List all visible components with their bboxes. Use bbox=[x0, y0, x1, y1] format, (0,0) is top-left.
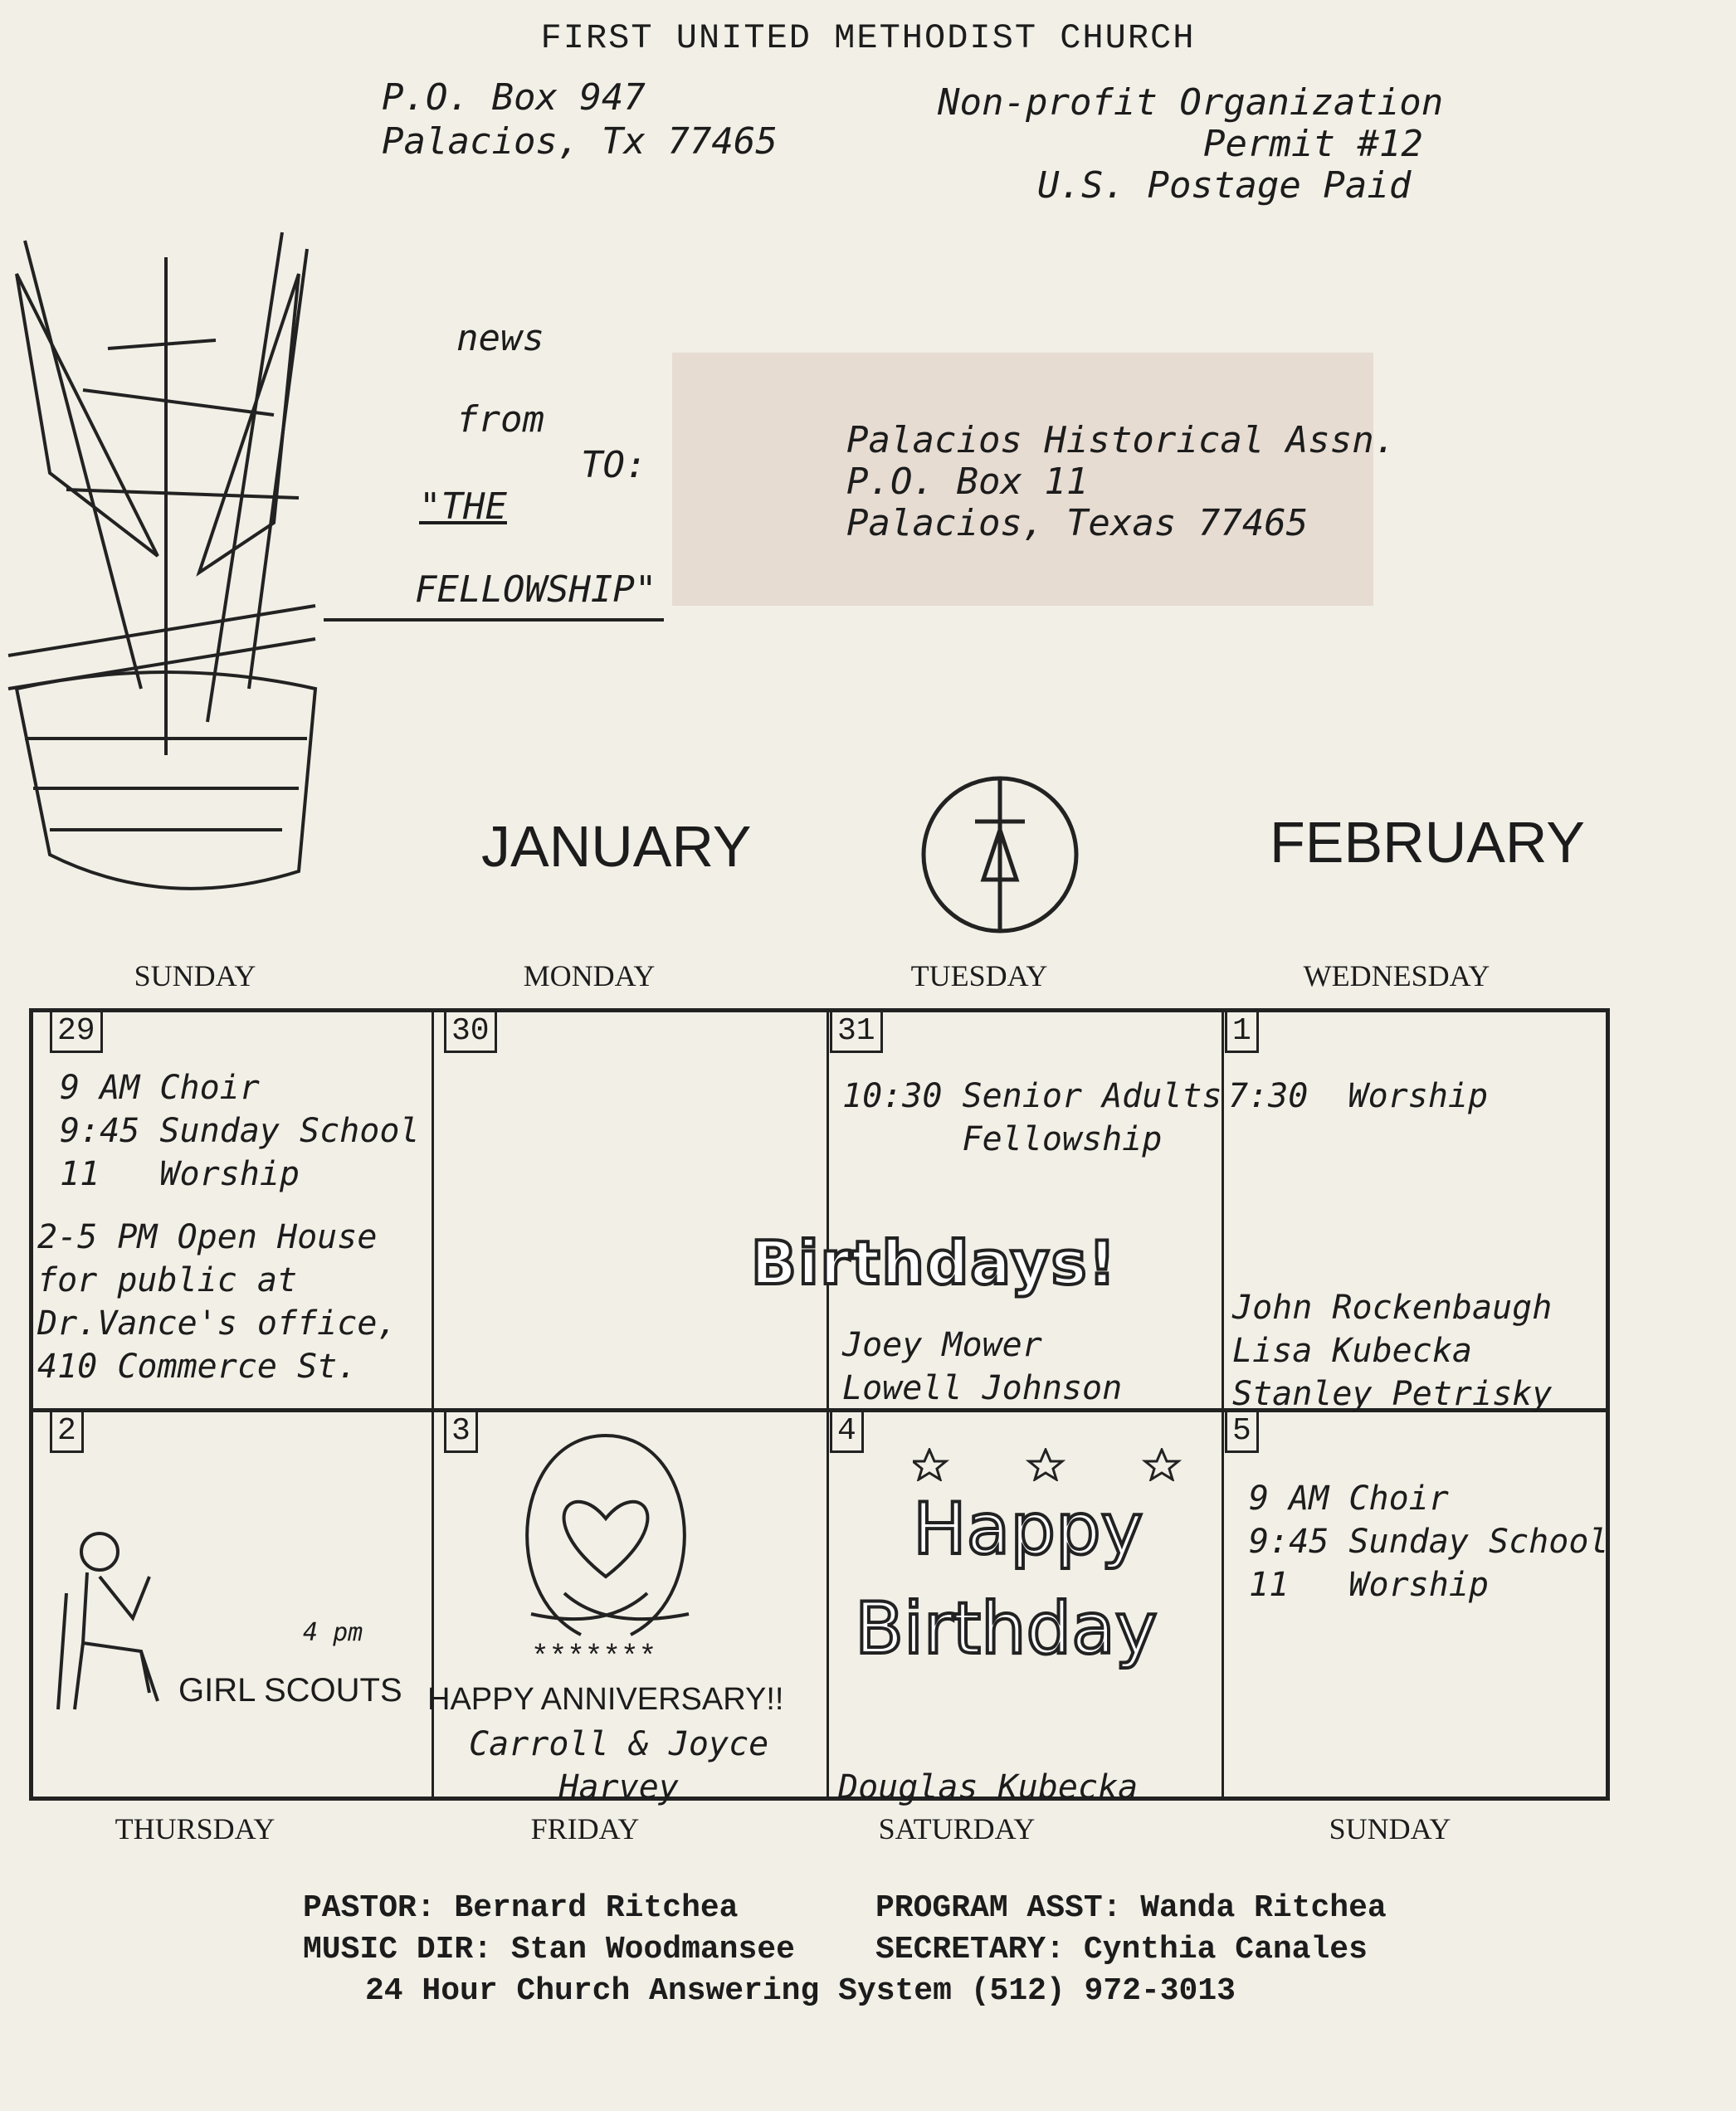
secretary-credit: SECRETARY: Cynthia Canales bbox=[875, 1932, 1368, 1967]
cross-flame-icon bbox=[921, 776, 1079, 934]
day-header-sunday: SUNDAY bbox=[134, 959, 256, 992]
nonprofit-label: Non-profit Organization bbox=[938, 81, 1444, 124]
feb2-event: GIRL SCOUTS bbox=[178, 1672, 402, 1709]
day-footer-thursday: THURSDAY bbox=[115, 1812, 276, 1845]
feb2-time: 4 pm bbox=[303, 1618, 363, 1647]
address-line-3: Palacios, Texas 77465 bbox=[846, 502, 1309, 544]
day-footer-sunday: SUNDAY bbox=[1329, 1812, 1451, 1845]
masthead-news: news bbox=[456, 317, 544, 359]
day-header-monday: MONDAY bbox=[523, 959, 656, 992]
church-name: FIRST UNITED METHODIST CHURCH bbox=[540, 18, 1196, 58]
date-29: 29 bbox=[50, 1012, 103, 1053]
masthead-to: TO: bbox=[581, 444, 647, 486]
jan31-event: 10:30 Senior Adults Fellowship bbox=[842, 1077, 1222, 1158]
masthead-rule bbox=[324, 618, 664, 622]
masthead-fellowship: FELLOWSHIP" bbox=[415, 568, 657, 611]
calendar-grid: 29 30 31 1 2 3 4 5 bbox=[29, 1008, 1610, 1801]
feb4-birthday-name: Douglas Kubecka bbox=[838, 1768, 1139, 1806]
ship-illustration bbox=[7, 232, 318, 890]
month-february: FEBRUARY bbox=[1270, 810, 1585, 875]
happy-text: Happy bbox=[911, 1488, 1144, 1571]
date-1: 1 bbox=[1225, 1012, 1259, 1053]
birthday-text: Birthday bbox=[853, 1587, 1159, 1670]
day-footer-friday: FRIDAY bbox=[530, 1812, 640, 1845]
permit-label: Permit #12 bbox=[1203, 123, 1423, 165]
day-header-wednesday: WEDNESDAY bbox=[1303, 959, 1490, 992]
return-po-box: P.O. Box 947 bbox=[382, 76, 646, 119]
masthead-the: "THE bbox=[419, 485, 507, 528]
answering-system-phone: 24 Hour Church Answering System (512) 97… bbox=[365, 1973, 1236, 2009]
anniversary-heading: HAPPY ANNIVERSARY!! bbox=[427, 1682, 784, 1717]
address-line-2: P.O. Box 11 bbox=[846, 461, 1089, 503]
pastor-credit: PASTOR: Bernard Ritchea bbox=[303, 1890, 739, 1926]
month-january: JANUARY bbox=[481, 814, 752, 879]
address-line-1: Palacios Historical Assn. bbox=[846, 419, 1397, 461]
day-footer-saturday: SATURDAY bbox=[878, 1812, 1036, 1845]
girl-reading-illustration bbox=[56, 1532, 159, 1710]
date-3: 3 bbox=[444, 1412, 478, 1453]
date-4: 4 bbox=[830, 1412, 864, 1453]
birthdays-banner: Birthdays! bbox=[749, 1226, 1118, 1299]
mailing-label bbox=[672, 353, 1373, 606]
program-asst-credit: PROGRAM ASST: Wanda Ritchea bbox=[875, 1890, 1387, 1926]
return-city: Palacios, Tx 77465 bbox=[382, 120, 778, 163]
stars-decoration bbox=[913, 1448, 1183, 1481]
feb1-event: 7:30 Worship bbox=[1228, 1077, 1489, 1115]
date-5: 5 bbox=[1225, 1412, 1259, 1453]
date-31: 31 bbox=[830, 1012, 883, 1053]
anniversary-stars: ******* bbox=[531, 1641, 657, 1675]
date-30: 30 bbox=[444, 1012, 497, 1053]
postage-label: U.S. Postage Paid bbox=[1037, 164, 1412, 207]
day-header-tuesday: TUESDAY bbox=[910, 959, 1048, 992]
masthead-from: from bbox=[456, 398, 544, 441]
music-dir-credit: MUSIC DIR: Stan Woodmansee bbox=[303, 1932, 795, 1967]
date-2: 2 bbox=[50, 1412, 84, 1453]
doves-heart-illustration bbox=[525, 1434, 690, 1636]
